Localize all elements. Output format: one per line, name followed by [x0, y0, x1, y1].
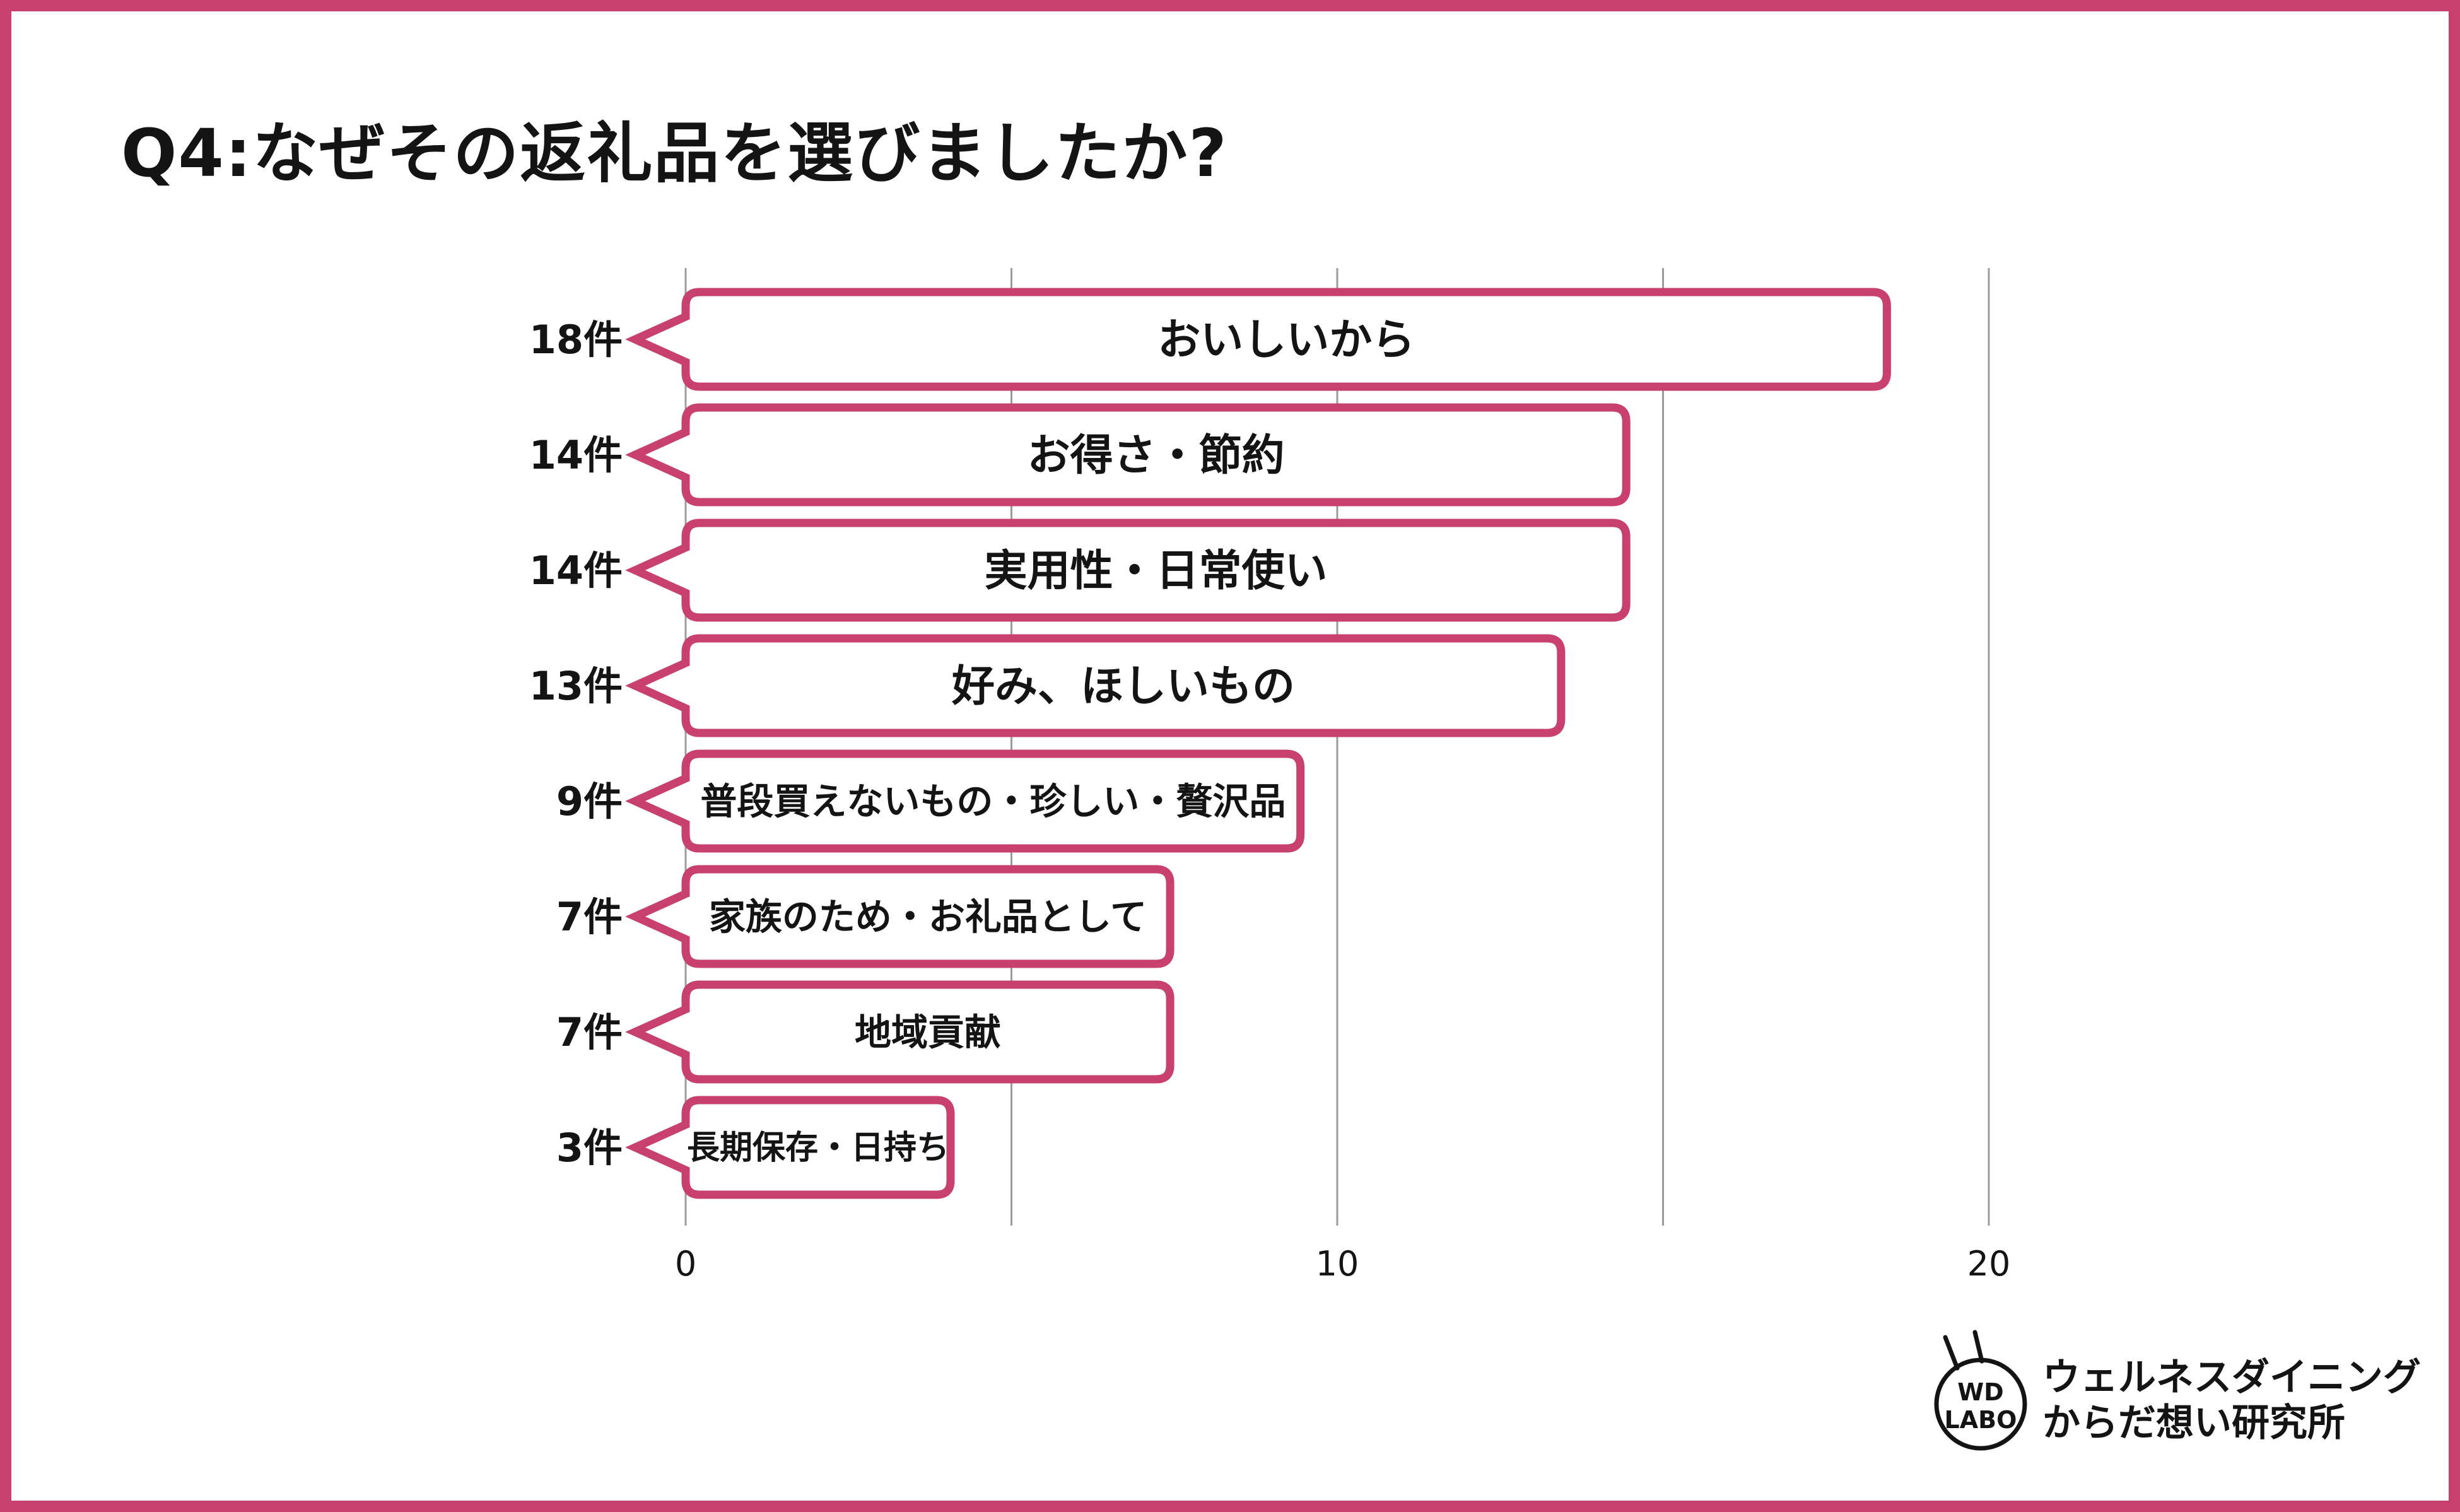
bar-bubble [625, 519, 1631, 622]
logo-wd-text: WD [1957, 1378, 2003, 1406]
page-title: Q4:なぜその返礼品を選びましたか? [121, 115, 1228, 192]
bar-bubble [625, 288, 1891, 391]
brand-line-1: ウェルネスダイニング [2042, 1356, 2421, 1400]
flask-icon: WD LABO [1934, 1330, 2027, 1451]
bar-value-label: 7件 [556, 1009, 623, 1055]
x-tick-label: 20 [1967, 1244, 2011, 1284]
bar-bubble [625, 634, 1566, 737]
bar-category-label: 普段買えないもの・珍しい・贅沢品 [700, 780, 1286, 823]
bar-bubble [625, 980, 1174, 1084]
bar-value-label: 13件 [529, 663, 623, 709]
logo-labo-text: LABO [1945, 1406, 2017, 1434]
bar-bubble [625, 403, 1631, 507]
x-tick-label: 0 [675, 1244, 696, 1284]
bar-value-label: 14件 [529, 432, 623, 478]
flask-neck-right [1972, 1330, 1984, 1364]
brand-line-2: からだ想い研究所 [2042, 1401, 2345, 1445]
bar-category-label: お得さ・節約 [1028, 431, 1285, 481]
bar-category-label: 好み、ほしいもの [951, 662, 1295, 712]
bar-category-label: 家族のため・お礼品として [709, 895, 1147, 938]
bar-category-label: 実用性・日常使い [985, 546, 1328, 596]
bar-value-label: 3件 [556, 1125, 623, 1171]
brand-name: ウェルネスダイニング からだ想い研究所 [2042, 1355, 2421, 1446]
bar-value-label: 18件 [529, 317, 623, 363]
bar-category-label: おいしいから [1157, 315, 1415, 365]
bar-bubble [625, 865, 1174, 968]
bar-category-label: 長期保存・日持ち [687, 1129, 949, 1167]
x-tick-label: 10 [1316, 1244, 1359, 1284]
bar-bubble [625, 1096, 955, 1199]
bar-value-label: 14件 [529, 548, 623, 594]
flask-neck-left [1943, 1335, 1960, 1371]
bar-category-label: 地域貢献 [855, 1011, 1001, 1053]
bar-value-label: 9件 [556, 778, 623, 824]
bar-bubble [625, 749, 1305, 853]
bar-value-label: 7件 [556, 894, 623, 940]
